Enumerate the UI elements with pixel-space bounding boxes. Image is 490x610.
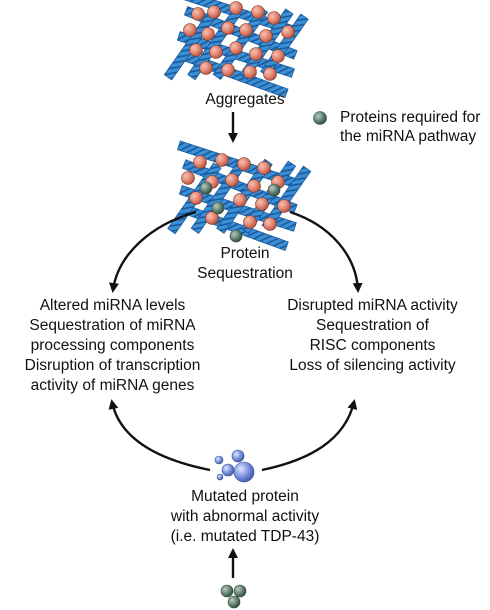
sequestration-fibers-icon [167, 140, 312, 251]
native-protein-cluster-icon [220, 584, 247, 609]
mutated-protein-line: Mutated protein [191, 488, 299, 505]
sequestration-line: Sequestration [197, 265, 293, 282]
left-effects-text: Altered miRNA levels Sequestration of mi… [0, 296, 225, 396]
mutated-protein-label: Mutated protein with abnormal activity (… [140, 487, 350, 547]
right-effect-line: RISC components [309, 337, 436, 354]
protein-sequestration-label: Protein Sequestration [185, 244, 305, 284]
mutated-protein-line: (i.e. mutated TDP-43) [170, 528, 320, 545]
legend: Proteins required for the miRNA pathway [310, 108, 490, 148]
right-effect-line: Loss of silencing activity [289, 357, 456, 374]
arc-from-mutant-left [108, 399, 211, 472]
left-effect-line: Sequestration of miRNA [29, 317, 196, 334]
left-effect-line: Altered miRNA levels [39, 297, 186, 314]
right-effects-text: Disrupted miRNA activity Sequestration o… [255, 296, 490, 376]
legend-line: the miRNA pathway [340, 128, 477, 145]
left-effect-line: processing components [30, 337, 195, 354]
arc-to-left-effects [109, 210, 197, 293]
left-effect-line: activity of miRNA genes [30, 377, 195, 394]
right-effect-line: Sequestration of [316, 317, 429, 334]
legend-line: Proteins required for [340, 109, 481, 126]
mutated-protein-spheres-icon [214, 449, 255, 483]
aggregates-label: Aggregates [205, 91, 285, 108]
arc-from-mutant-right [261, 399, 358, 472]
mirna-protein-dot-icon [313, 111, 327, 125]
legend-text: Proteins required for the miRNA pathway [340, 108, 480, 146]
mutated-protein-line: with abnormal activity [170, 508, 320, 525]
arc-to-right-effects [289, 210, 363, 293]
sequestration-line: Protein [220, 245, 270, 262]
right-effect-line: Disrupted miRNA activity [287, 297, 458, 314]
left-effect-line: Disruption of transcription [24, 357, 201, 374]
aggregate-fibers-icon [163, 0, 309, 99]
